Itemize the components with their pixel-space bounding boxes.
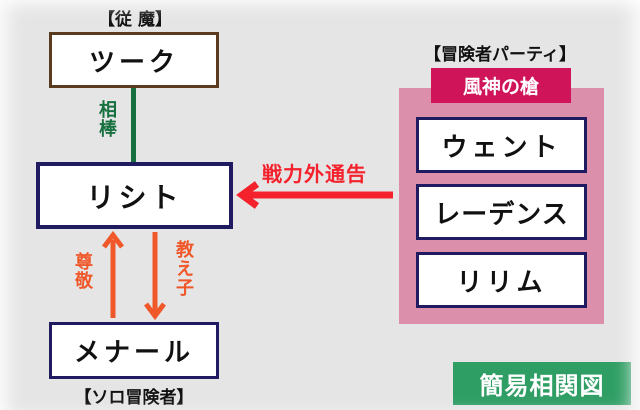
respect-label: 尊敬 — [72, 252, 93, 290]
dismissal-label: 戦力外通告 — [262, 162, 367, 186]
solo-caption: 【ソロ冒険者】 — [74, 388, 194, 408]
party-name-tab: 風神の槍 — [431, 68, 571, 103]
party-caption: 【冒険者パーティ】 — [424, 45, 576, 65]
diagram-title-badge: 簡易相関図 — [453, 362, 631, 405]
party-member-box: ウェント — [416, 117, 587, 173]
familiar-box-tsuku: ツーク — [49, 32, 219, 88]
party-member-box: リリム — [416, 252, 587, 308]
familiar-caption: 【従 魔】 — [98, 10, 172, 30]
partner-label: 相棒 — [96, 100, 117, 138]
respect-arrow — [102, 230, 124, 318]
solo-box-menaru: メナール — [49, 322, 219, 379]
dismissal-arrow — [236, 181, 393, 209]
partner-line — [131, 87, 136, 164]
main-character-box-lisito: リシト — [36, 162, 233, 229]
party-member-box: レーデンス — [416, 184, 587, 240]
pupil-label: 教え子 — [173, 240, 194, 297]
pupil-arrow — [144, 232, 166, 321]
